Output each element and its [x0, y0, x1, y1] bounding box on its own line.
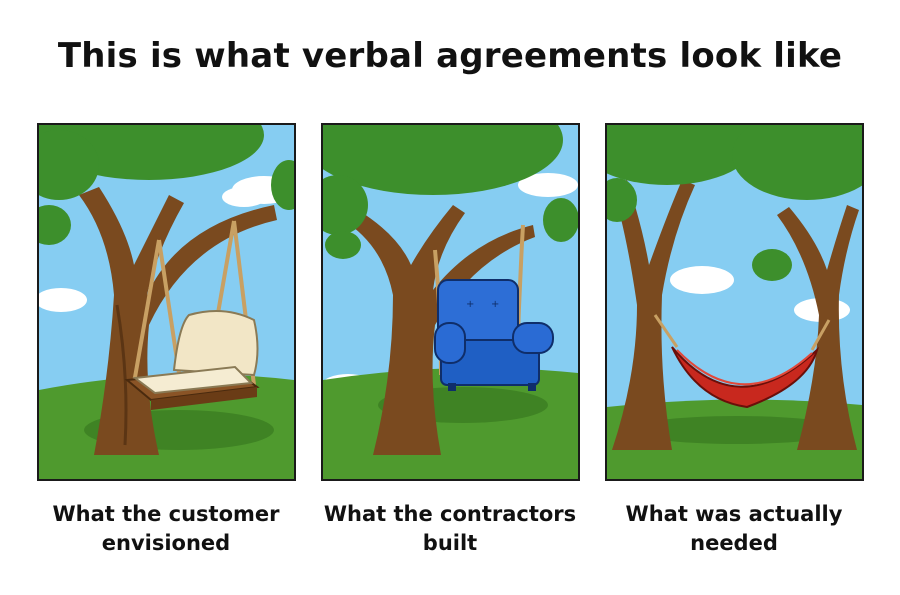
- swing-illustration: [39, 125, 294, 479]
- hammock-illustration: [607, 125, 862, 479]
- panel-contractors-built: + +: [321, 123, 580, 481]
- page-title: This is what verbal agreements look like: [57, 36, 843, 76]
- armchair-illustration: + +: [323, 125, 578, 479]
- caption-actually-needed: What was actually needed: [625, 502, 843, 555]
- panel-actually-needed: [605, 123, 864, 481]
- svg-text:+: +: [491, 299, 499, 310]
- panel-customer-envisioned: [37, 123, 296, 481]
- svg-text:+: +: [466, 299, 474, 310]
- caption-contractors-built: What the contractors built: [323, 502, 577, 555]
- caption-customer-envisioned: What the customer envisioned: [52, 502, 280, 555]
